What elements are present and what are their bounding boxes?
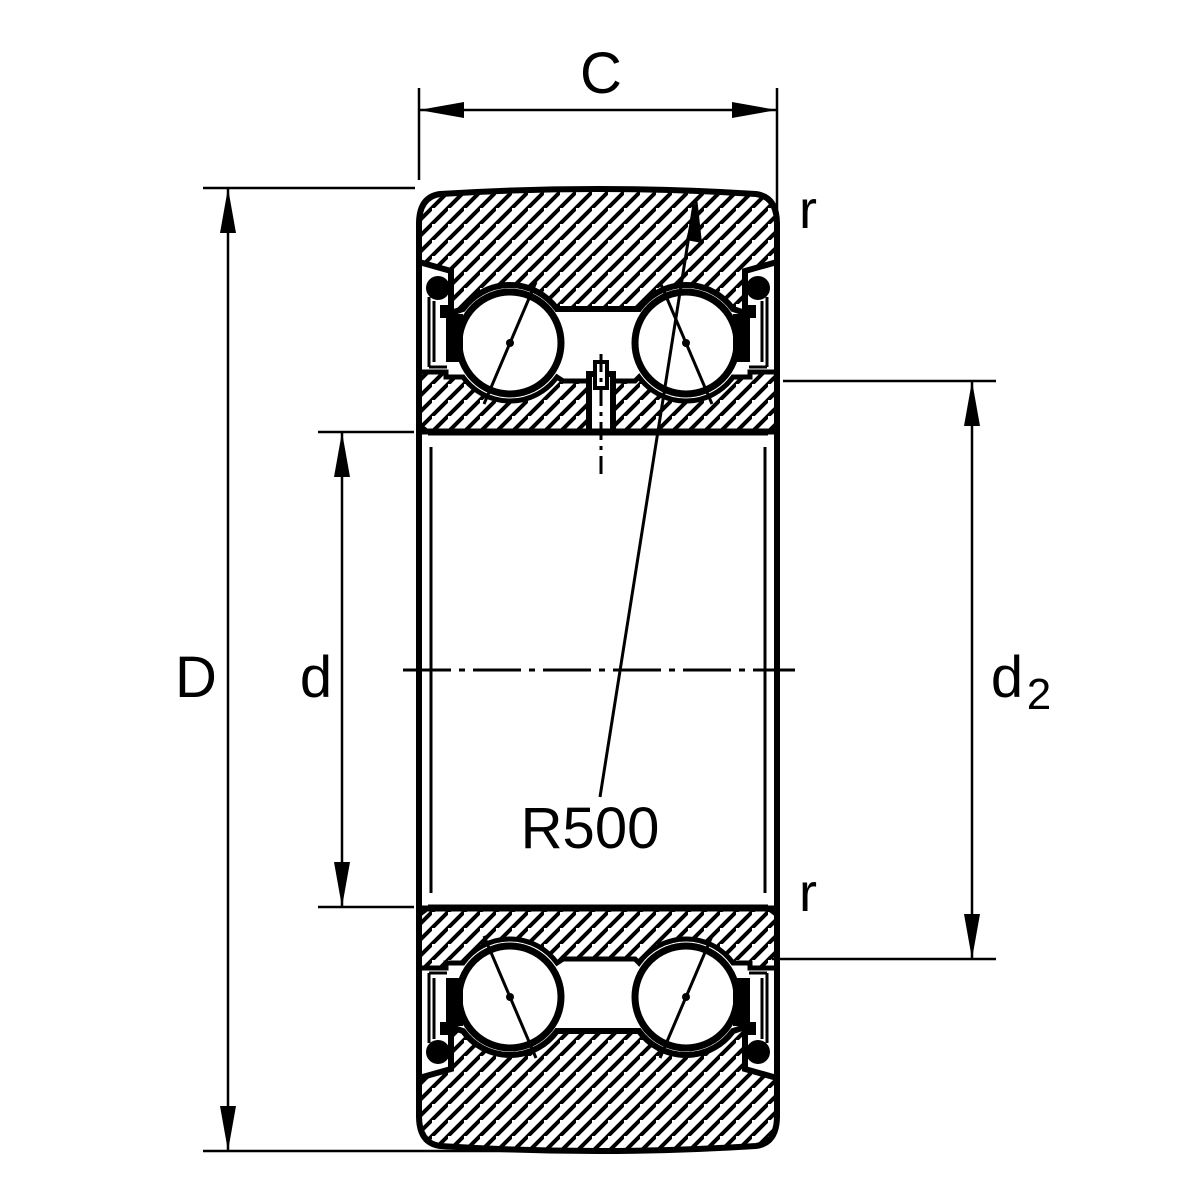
- seal-lip-bottom-left: [426, 1040, 450, 1064]
- label-outer-diameter-D: D: [175, 645, 217, 710]
- bearing-body: [403, 186, 795, 1154]
- seals: [426, 276, 770, 1064]
- label-width-C: C: [580, 41, 622, 106]
- outer-ring-top: [416, 186, 780, 318]
- label-chamfer-r-top: r: [799, 180, 817, 240]
- label-bore-diameter-d: d: [300, 645, 332, 710]
- labels: C D d d 2 r r R500: [175, 41, 1051, 923]
- ball-center-dots: [506, 339, 690, 1001]
- seal-lip-bottom-right: [746, 1040, 770, 1064]
- dimension-d2: [772, 379, 996, 961]
- seal-body-bottom-right: [733, 978, 756, 1035]
- seal-lip-top-left: [426, 276, 450, 300]
- bore-lines: [428, 428, 768, 912]
- label-shoulder-diameter-d2-sub: 2: [1027, 670, 1051, 719]
- leader-R500: [598, 197, 702, 798]
- inner-ring-bottom: [416, 905, 780, 971]
- seal-body-top-left: [440, 305, 463, 362]
- dimensions: [203, 88, 996, 1153]
- outer-ring-bottom: [416, 1022, 780, 1154]
- dimension-D: [203, 186, 545, 1153]
- seal-step-lines: [427, 297, 769, 1043]
- label-shoulder-diameter-d2: d: [991, 645, 1023, 710]
- label-crown-radius-R500: R500: [521, 796, 660, 861]
- dimension-d: [318, 430, 414, 909]
- seal-lip-top-right: [746, 276, 770, 300]
- seal-body-bottom-left: [440, 978, 463, 1035]
- seal-body-top-right: [733, 305, 756, 362]
- label-chamfer-r-bottom: r: [799, 863, 817, 923]
- dimension-C: [417, 88, 779, 212]
- lubrication-groove: [586, 354, 616, 478]
